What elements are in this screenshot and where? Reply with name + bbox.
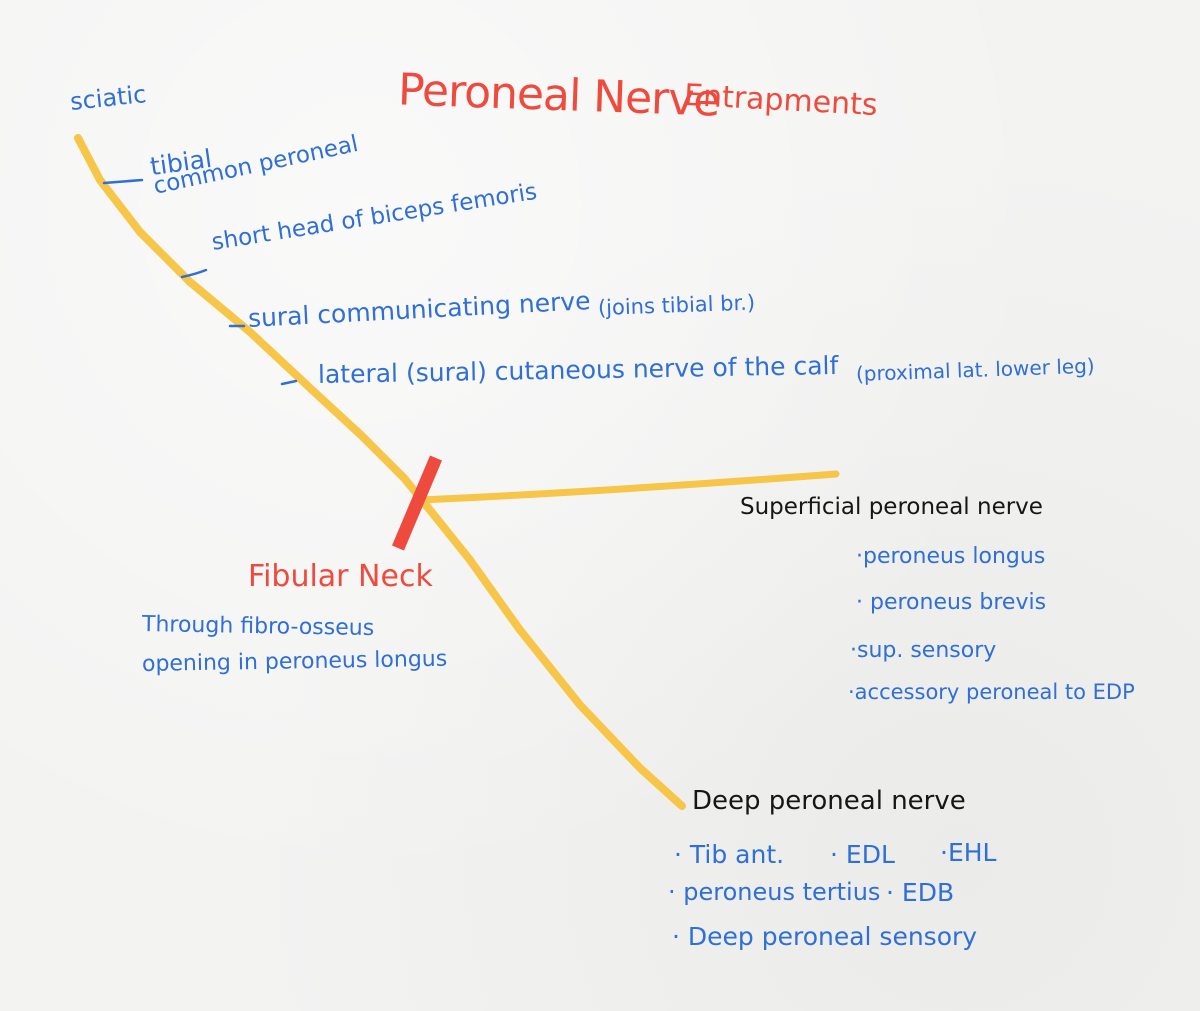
deep-item-deep-sensory: · Deep peroneal sensory [672,922,978,951]
entrapment-site-label: Fibular Neck [248,559,433,594]
biceps-branch-tick [180,268,208,279]
fibular-neck-entrapment-marker [392,455,442,551]
superficial-peroneal-branch [416,470,840,504]
entrapment-desc-line1: Through fibro-osseus [141,612,375,642]
lateral-cutaneous-branch-tick [280,379,298,386]
deep-peroneal-title: Deep peroneal nerve [692,786,966,816]
deep-item-tib-ant: · Tib ant. [674,840,785,869]
superficial-item-accessory-peroneal: ·accessory peroneal to EDP [848,680,1135,704]
title-main: Peroneal Nerve [397,64,721,127]
deep-item-ehl: ·EHL [940,838,997,867]
deep-item-peroneus-tertius: · peroneus tertius [668,878,881,906]
superficial-item-sup-sensory: ·sup. sensory [850,638,997,663]
deep-item-edl: · EDL [830,840,895,869]
deep-item-edb: · EDB [886,878,955,907]
superficial-peroneal-title: Superficial peroneal nerve [740,494,1043,520]
entrapment-desc-line2: opening in peroneus longus [141,646,448,677]
superficial-item-peroneus-brevis: · peroneus brevis [856,590,1047,615]
label-sciatic: sciatic [68,80,148,116]
superficial-item-peroneus-longus: ·peroneus longus [856,544,1046,569]
label-sural-communicating-note: (joins tibial br.) [597,290,756,320]
tibial-branch-tick [102,178,144,185]
common-peroneal-nerve-trunk [74,134,686,810]
